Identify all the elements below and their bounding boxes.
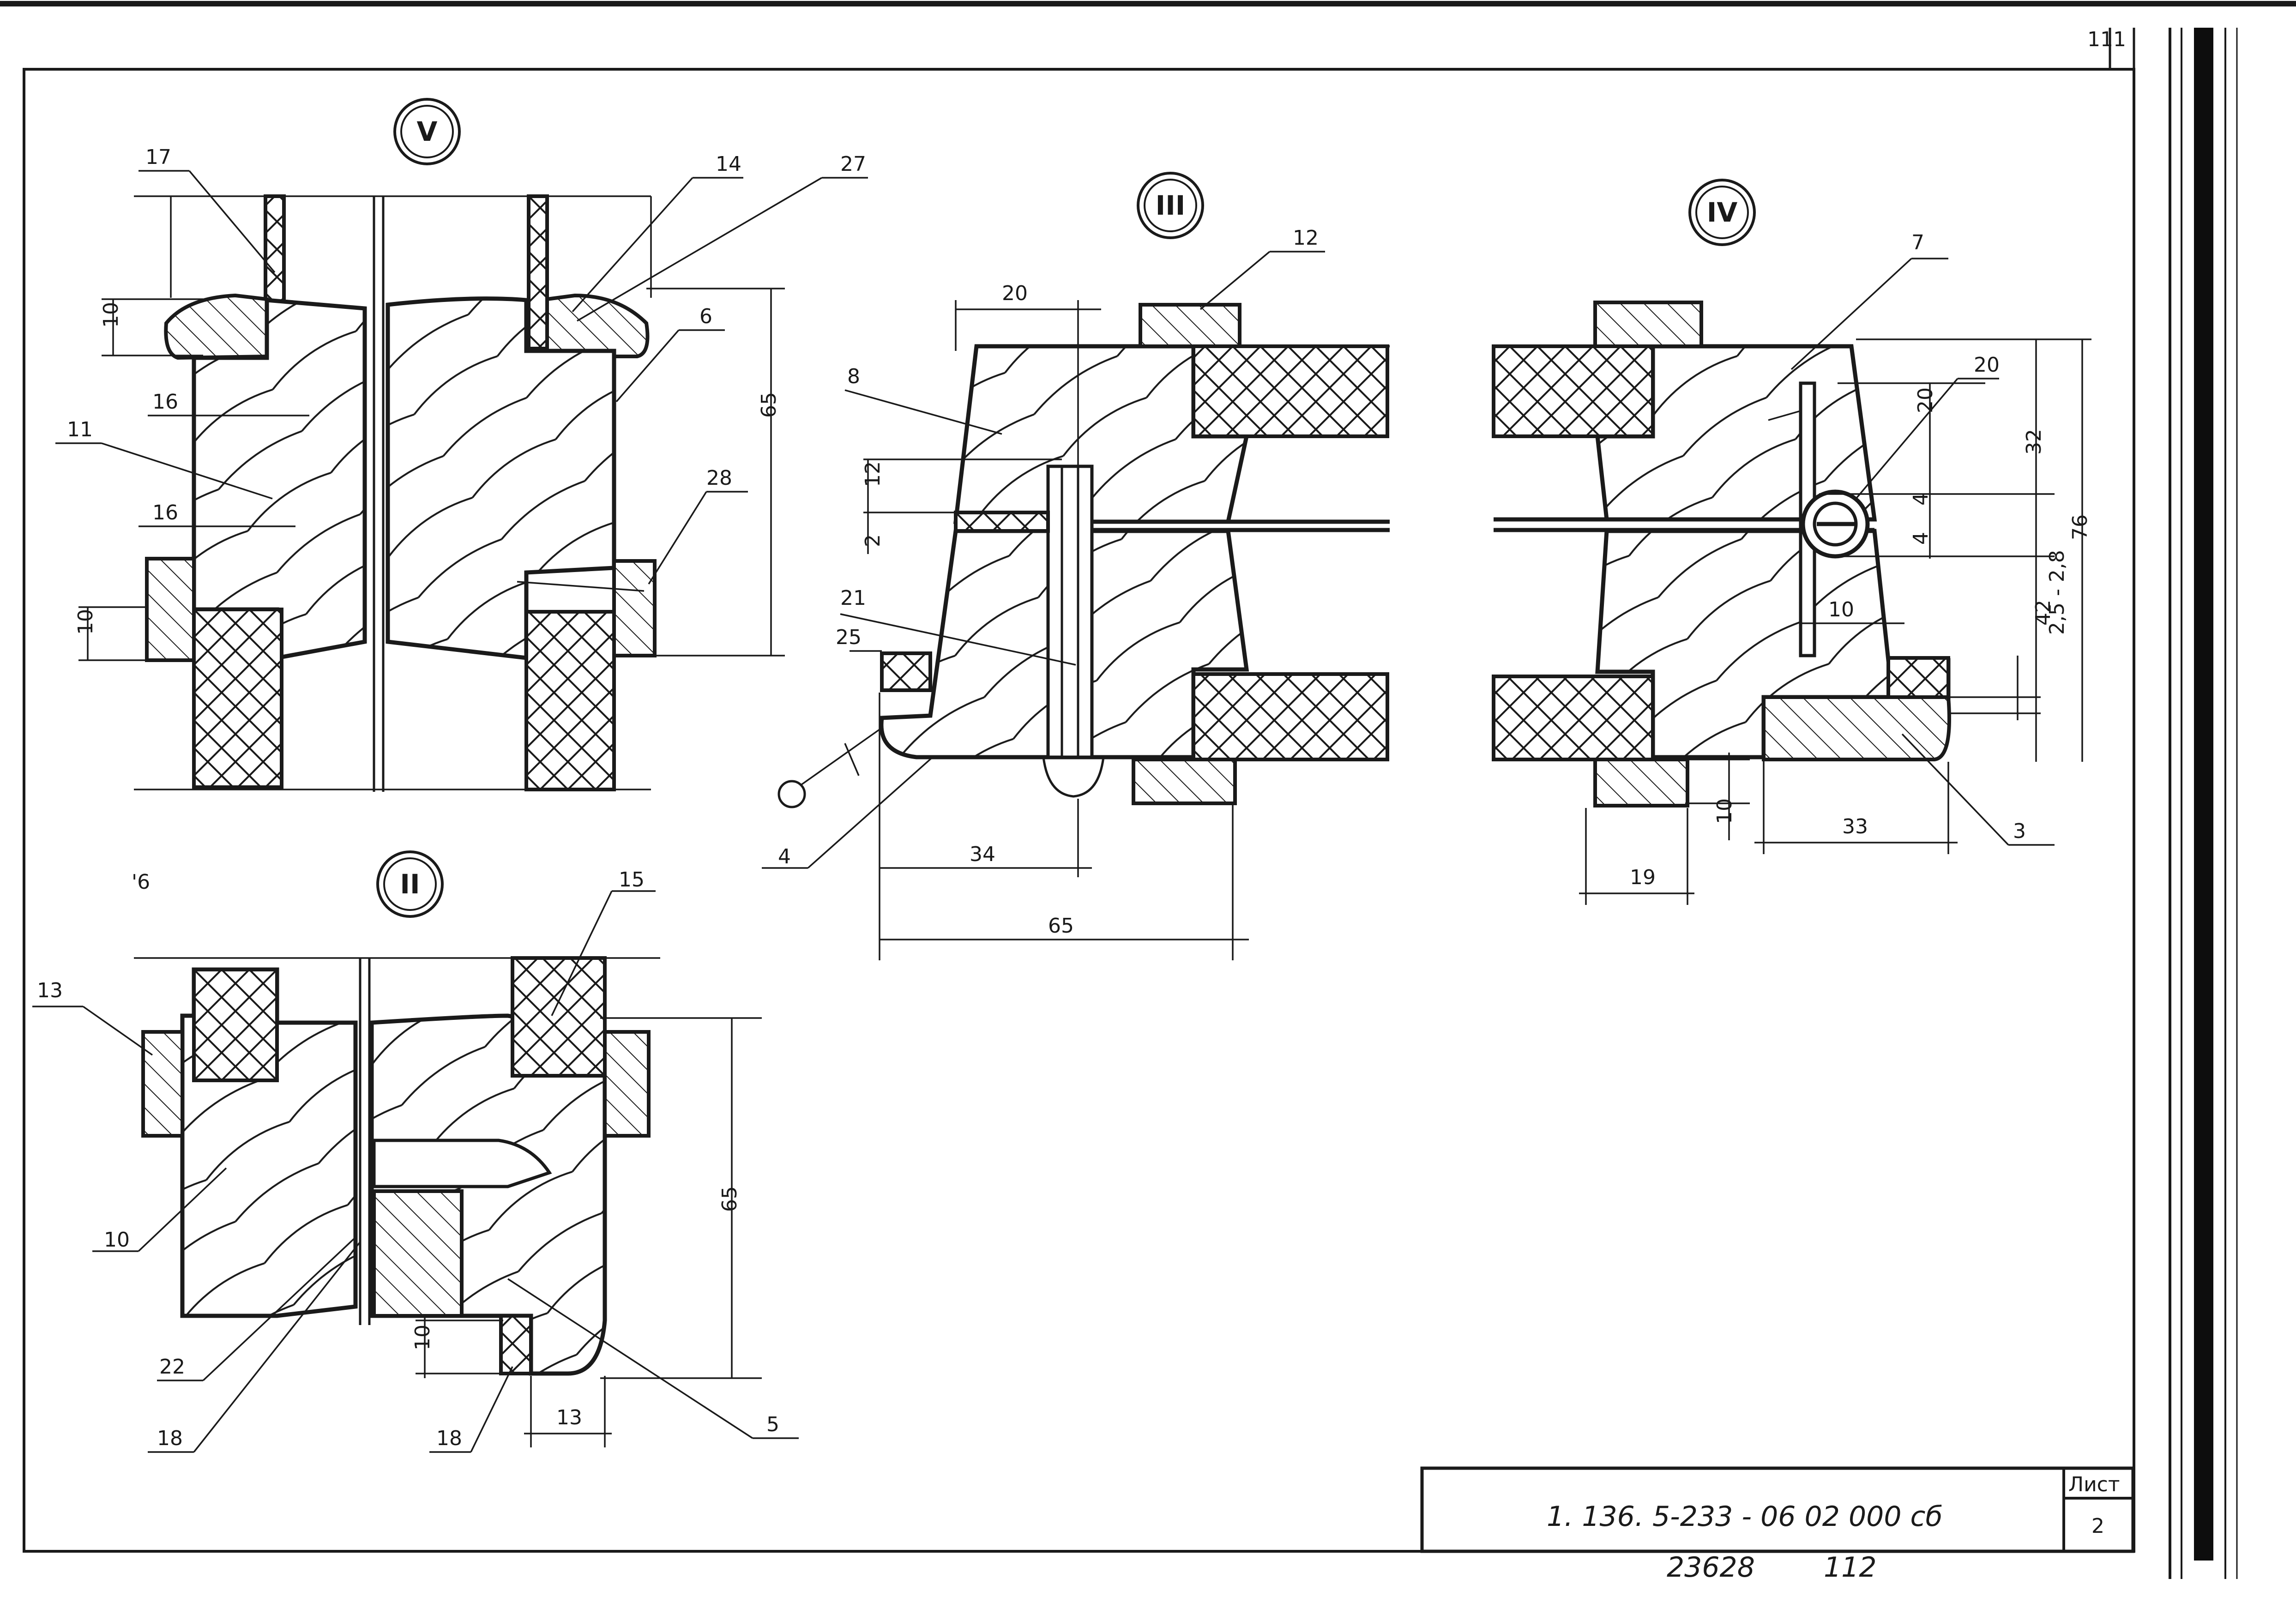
- drawing-code: 1. 136. 5-233 - 06 02 000 сб: [1547, 1501, 1943, 1533]
- view-iv-part-7: 7: [1911, 231, 1924, 254]
- view-iii-part-21: 21: [840, 586, 866, 610]
- view-iii: III 20 12 2 25: [762, 172, 1390, 960]
- view-ii-dim-13: 13: [556, 1406, 582, 1429]
- view-iv-dim-32: 32: [2022, 429, 2046, 455]
- view-v-marker: V: [393, 98, 461, 165]
- view-v-part-28: 28: [706, 466, 732, 490]
- view-iv-part-3: 3: [2013, 820, 2026, 843]
- view-iv-dim-10-pin: 10: [1828, 598, 1854, 621]
- view-iii-dim-65: 65: [1048, 914, 1074, 938]
- view-v-part-17: 17: [145, 145, 171, 169]
- view-v-dim-65: 65: [757, 392, 781, 418]
- view-v-dim-10-bottom: 10: [74, 609, 97, 635]
- view-ii-part-13: 13: [37, 979, 63, 1002]
- view-ii-part-15: 15: [619, 868, 645, 892]
- view-iv-dim-10-stop: 10: [1713, 798, 1736, 824]
- view-iv-dim-4-b: 4: [1909, 532, 1933, 545]
- view-ii-part-10: 10: [104, 1228, 130, 1252]
- view-ii-part-18-a: 18: [157, 1427, 183, 1450]
- view-v-part-14: 14: [716, 152, 741, 176]
- view-v: V 10 10: [55, 98, 868, 792]
- view-ii-dim-65: 65: [718, 1186, 741, 1212]
- view-ii-marker: II: [376, 850, 444, 918]
- title-block: 1. 136. 5-233 - 06 02 000 сб Лист 2 2362…: [1420, 1466, 2135, 1584]
- view-v-dim-10-top: 10: [99, 302, 123, 328]
- view-ii-part-18-b: 18: [436, 1427, 462, 1450]
- view-iii-dim-25: 25: [836, 626, 862, 649]
- view-ii-label: II: [400, 868, 420, 900]
- stray-mark: '6: [132, 870, 150, 894]
- view-iv-label: IV: [1707, 197, 1738, 228]
- view-iii-marker: III: [1137, 172, 1204, 239]
- view-iii-dim-12: 12: [861, 461, 885, 487]
- sheet-number: 2: [2091, 1514, 2104, 1538]
- view-iii-part-4: 4: [778, 845, 791, 868]
- archive-number: 23628: [1667, 1551, 1755, 1584]
- view-v-dim-16-a: 16: [152, 390, 178, 414]
- view-ii: II 65 10 13 13 15 10: [32, 850, 799, 1453]
- view-iv-dim-76: 76: [2068, 514, 2092, 540]
- view-iii-dim-20: 20: [1002, 282, 1028, 305]
- view-iv-dim-4-a: 4: [1909, 493, 1933, 506]
- view-iii-part-12: 12: [1293, 226, 1319, 250]
- view-iv-dim-42: 42: [2031, 600, 2055, 626]
- view-iv-marker: IV: [1688, 179, 1756, 246]
- view-ii-part-5: 5: [766, 1413, 779, 1436]
- view-iii-label: III: [1156, 190, 1186, 221]
- view-v-part-6: 6: [699, 305, 712, 328]
- view-v-label: V: [417, 116, 438, 147]
- view-iv: IV 20 4 4 32 76: [1492, 179, 2092, 905]
- sheet-frame: [0, 1, 2296, 1579]
- view-v-part-11: 11: [67, 418, 93, 441]
- view-iv-dim-20: 20: [1914, 387, 1937, 413]
- view-iv-part-20: 20: [1974, 353, 2000, 377]
- view-v-part-27: 27: [840, 152, 866, 176]
- view-iii-dim-34: 34: [970, 843, 995, 866]
- view-v-dim-16-b: 16: [152, 501, 178, 524]
- view-ii-dim-10: 10: [411, 1325, 434, 1350]
- view-iv-dim-33: 33: [1842, 815, 1868, 838]
- view-iii-part-8: 8: [847, 365, 860, 388]
- page-number: 112: [1824, 1551, 1877, 1584]
- view-iv-dim-19: 19: [1630, 866, 1656, 889]
- corner-sheet-number: 111: [2087, 28, 2126, 51]
- view-iv-dim-range: 2,5 - 2,8: [2045, 550, 2069, 635]
- sheet-label: Лист: [2068, 1473, 2120, 1496]
- view-ii-part-22: 22: [159, 1355, 185, 1379]
- view-iii-dim-2: 2: [861, 534, 885, 547]
